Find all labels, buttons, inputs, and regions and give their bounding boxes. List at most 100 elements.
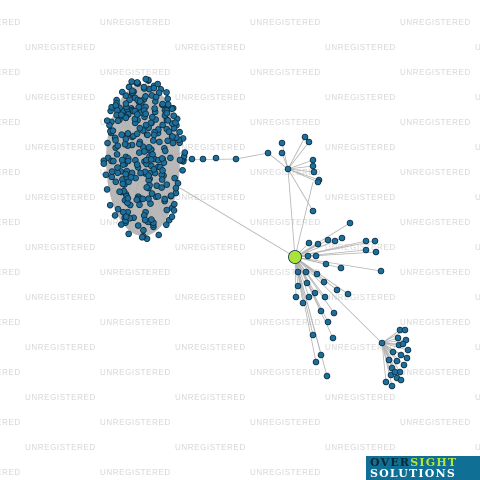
cluster-node[interactable] xyxy=(163,181,171,188)
cluster-node[interactable] xyxy=(124,157,132,165)
cluster-node[interactable] xyxy=(385,356,393,364)
cluster-node[interactable] xyxy=(400,361,408,369)
cluster-node[interactable] xyxy=(143,184,151,191)
cluster-node[interactable] xyxy=(117,111,125,119)
cluster-node[interactable] xyxy=(142,110,150,118)
cluster-node[interactable] xyxy=(140,83,148,91)
focus-entity-node[interactable] xyxy=(288,250,302,264)
branch-node[interactable] xyxy=(321,293,329,301)
branch-node[interactable] xyxy=(309,207,317,215)
cluster-node[interactable] xyxy=(136,97,144,105)
chain-node[interactable] xyxy=(232,155,240,163)
cluster-node[interactable] xyxy=(137,169,144,177)
branch-node[interactable] xyxy=(313,270,321,278)
cluster-node[interactable] xyxy=(145,195,152,203)
cluster-node[interactable] xyxy=(133,130,141,138)
branch-node[interactable] xyxy=(324,236,332,244)
cluster-node[interactable] xyxy=(104,139,111,147)
chain-node[interactable] xyxy=(176,156,184,164)
branch-node[interactable] xyxy=(301,133,309,141)
cluster-node[interactable] xyxy=(148,216,155,223)
cluster-node[interactable] xyxy=(389,348,397,356)
cluster-node[interactable] xyxy=(127,174,135,181)
branch-node[interactable] xyxy=(278,139,286,147)
branch-node[interactable] xyxy=(362,237,370,245)
cluster-node[interactable] xyxy=(163,221,170,229)
cluster-node[interactable] xyxy=(172,184,180,192)
branch-node[interactable] xyxy=(324,318,332,326)
cluster-node[interactable] xyxy=(148,113,156,121)
branch-node[interactable] xyxy=(294,268,302,276)
branch-node[interactable] xyxy=(372,248,380,256)
cluster-node[interactable] xyxy=(124,130,132,137)
cluster-node[interactable] xyxy=(103,117,111,124)
cluster-node[interactable] xyxy=(142,121,150,129)
cluster-node[interactable] xyxy=(168,213,176,221)
cluster-node[interactable] xyxy=(176,128,183,136)
branch-node[interactable] xyxy=(284,165,292,173)
cluster-node[interactable] xyxy=(111,212,119,219)
branch-node[interactable] xyxy=(323,372,331,380)
cluster-node[interactable] xyxy=(114,142,122,150)
branch-node[interactable] xyxy=(344,290,352,298)
branch-node[interactable] xyxy=(322,260,330,268)
cluster-node[interactable] xyxy=(140,226,147,234)
cluster-node[interactable] xyxy=(141,216,149,224)
cluster-node[interactable] xyxy=(403,354,411,362)
cluster-node[interactable] xyxy=(110,157,117,165)
branch-node[interactable] xyxy=(309,162,317,170)
branch-node[interactable] xyxy=(377,267,385,275)
cluster-node[interactable] xyxy=(108,168,116,175)
branch-node[interactable] xyxy=(338,234,346,242)
chain-node[interactable] xyxy=(199,155,207,163)
branch-node[interactable] xyxy=(299,299,307,307)
cluster-node[interactable] xyxy=(150,131,158,139)
cluster-node[interactable] xyxy=(388,382,396,390)
cluster-node[interactable] xyxy=(118,131,125,138)
branch-node[interactable] xyxy=(309,156,317,164)
cluster-node[interactable] xyxy=(135,140,143,148)
cluster-node[interactable] xyxy=(159,100,166,108)
cluster-node[interactable] xyxy=(161,147,169,155)
branch-node[interactable] xyxy=(278,149,286,157)
branch-node[interactable] xyxy=(337,264,345,272)
cluster-node[interactable] xyxy=(163,206,171,214)
cluster-node[interactable] xyxy=(144,131,151,139)
cluster-node[interactable] xyxy=(141,148,148,155)
branch-node[interactable] xyxy=(371,237,379,245)
cluster-node[interactable] xyxy=(142,93,149,100)
cluster-node[interactable] xyxy=(134,111,141,118)
branch-node[interactable] xyxy=(320,278,328,286)
cluster-node[interactable] xyxy=(150,84,158,92)
branch-node[interactable] xyxy=(331,237,339,245)
cluster-node[interactable] xyxy=(151,105,158,112)
cluster-node[interactable] xyxy=(163,89,170,96)
cluster-node[interactable] xyxy=(142,75,150,83)
cluster-node[interactable] xyxy=(139,195,147,203)
branch-node[interactable] xyxy=(311,289,319,297)
cluster-node[interactable] xyxy=(122,100,130,107)
branch-node[interactable] xyxy=(292,293,300,301)
branch-node[interactable] xyxy=(312,358,320,366)
cluster-node[interactable] xyxy=(133,79,141,86)
cluster-node[interactable] xyxy=(382,378,390,386)
cluster-node[interactable] xyxy=(169,133,176,140)
cluster-node[interactable] xyxy=(128,78,135,85)
cluster-node[interactable] xyxy=(154,80,162,88)
branch-node[interactable] xyxy=(305,138,313,146)
cluster-node[interactable] xyxy=(397,376,405,384)
branch-node[interactable] xyxy=(329,334,337,342)
chain-node[interactable] xyxy=(188,155,196,163)
cluster-node[interactable] xyxy=(121,140,129,148)
cluster-node[interactable] xyxy=(181,149,189,156)
cluster-node[interactable] xyxy=(136,201,143,209)
cluster-node[interactable] xyxy=(102,171,110,179)
cluster-node[interactable] xyxy=(159,121,166,129)
cluster-node[interactable] xyxy=(163,109,171,117)
branch-node[interactable] xyxy=(309,331,317,339)
branch-node[interactable] xyxy=(362,246,370,254)
cluster-node[interactable] xyxy=(106,201,114,209)
cluster-node[interactable] xyxy=(169,139,177,147)
cluster-node[interactable] xyxy=(133,161,141,168)
cluster-node[interactable] xyxy=(103,186,111,193)
